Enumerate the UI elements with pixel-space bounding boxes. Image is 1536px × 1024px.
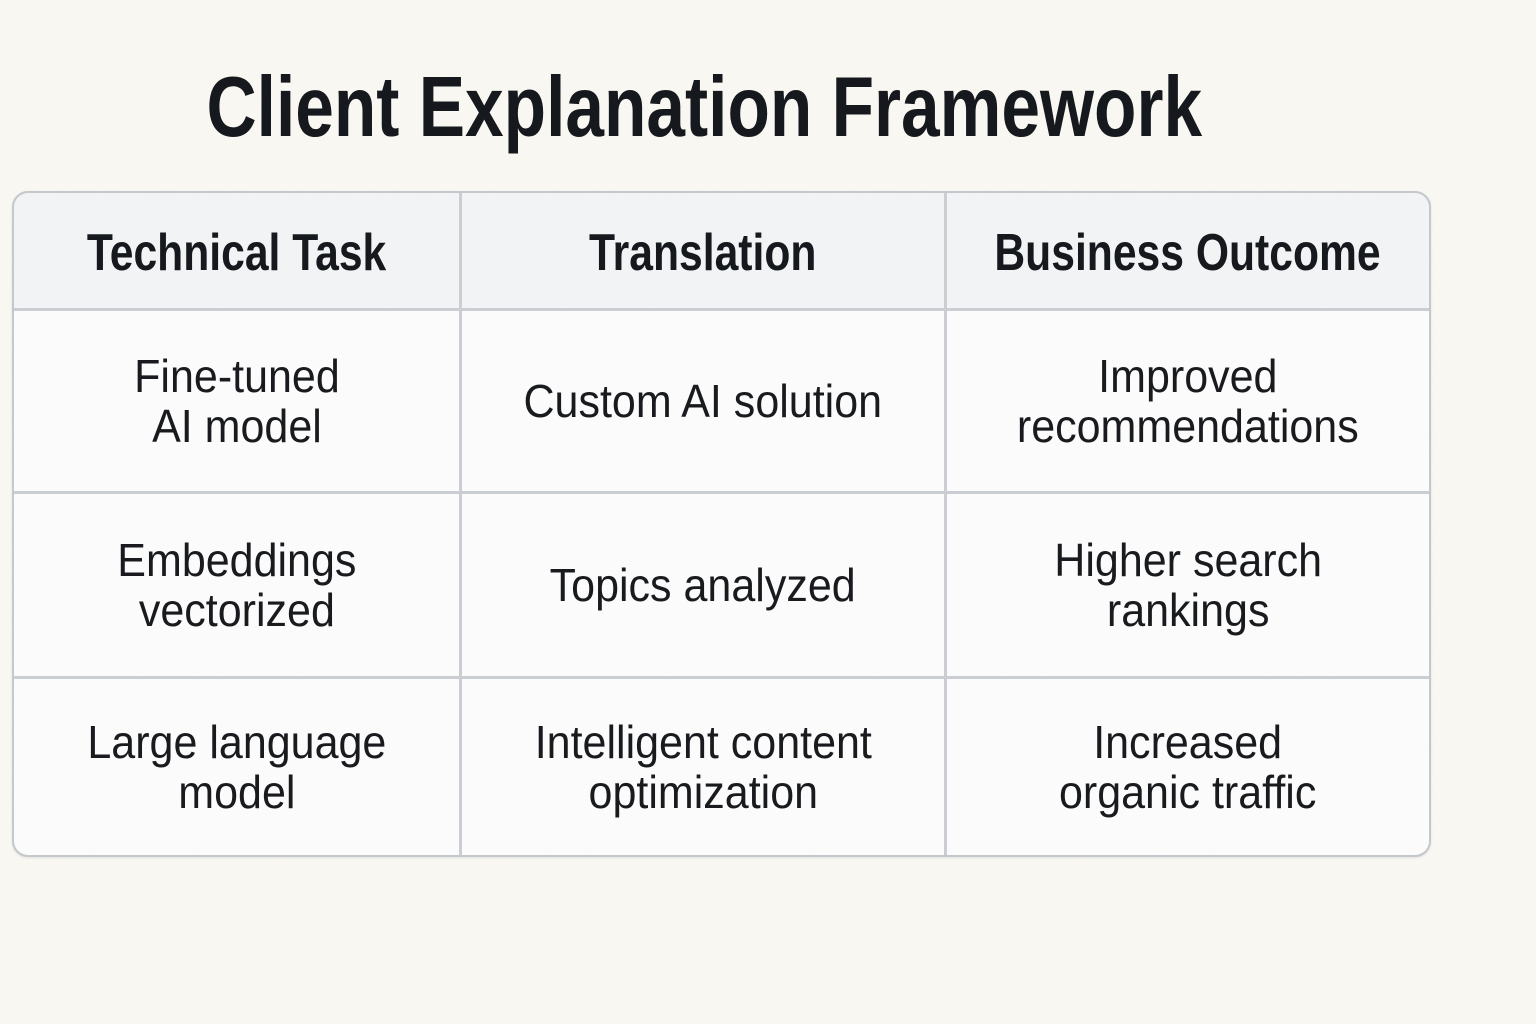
cell-row2-technical-task: Embeddings vectorized [14, 493, 459, 676]
page-title: Client Explanation Framework [206, 60, 1202, 155]
cell-row3-technical-task: Large language model [14, 678, 459, 855]
column-header-translation: Translation [462, 193, 944, 308]
client-explanation-table: Technical Task Translation Business Outc… [12, 191, 1431, 857]
cell-row1-business-outcome: Improved recommendations [947, 310, 1429, 491]
cell-row3-translation: Intelligent content optimization [462, 678, 944, 855]
cell-row2-business-outcome: Higher search rankings [947, 493, 1429, 676]
cell-row3-business-outcome: Increased organic traffic [947, 678, 1429, 855]
cell-row1-translation: Custom AI solution [462, 310, 944, 491]
cell-row2-translation: Topics analyzed [462, 493, 944, 676]
column-header-business-outcome: Business Outcome [947, 193, 1429, 308]
column-header-technical-task: Technical Task [14, 193, 459, 308]
cell-row1-technical-task: Fine-tuned AI model [14, 310, 459, 491]
